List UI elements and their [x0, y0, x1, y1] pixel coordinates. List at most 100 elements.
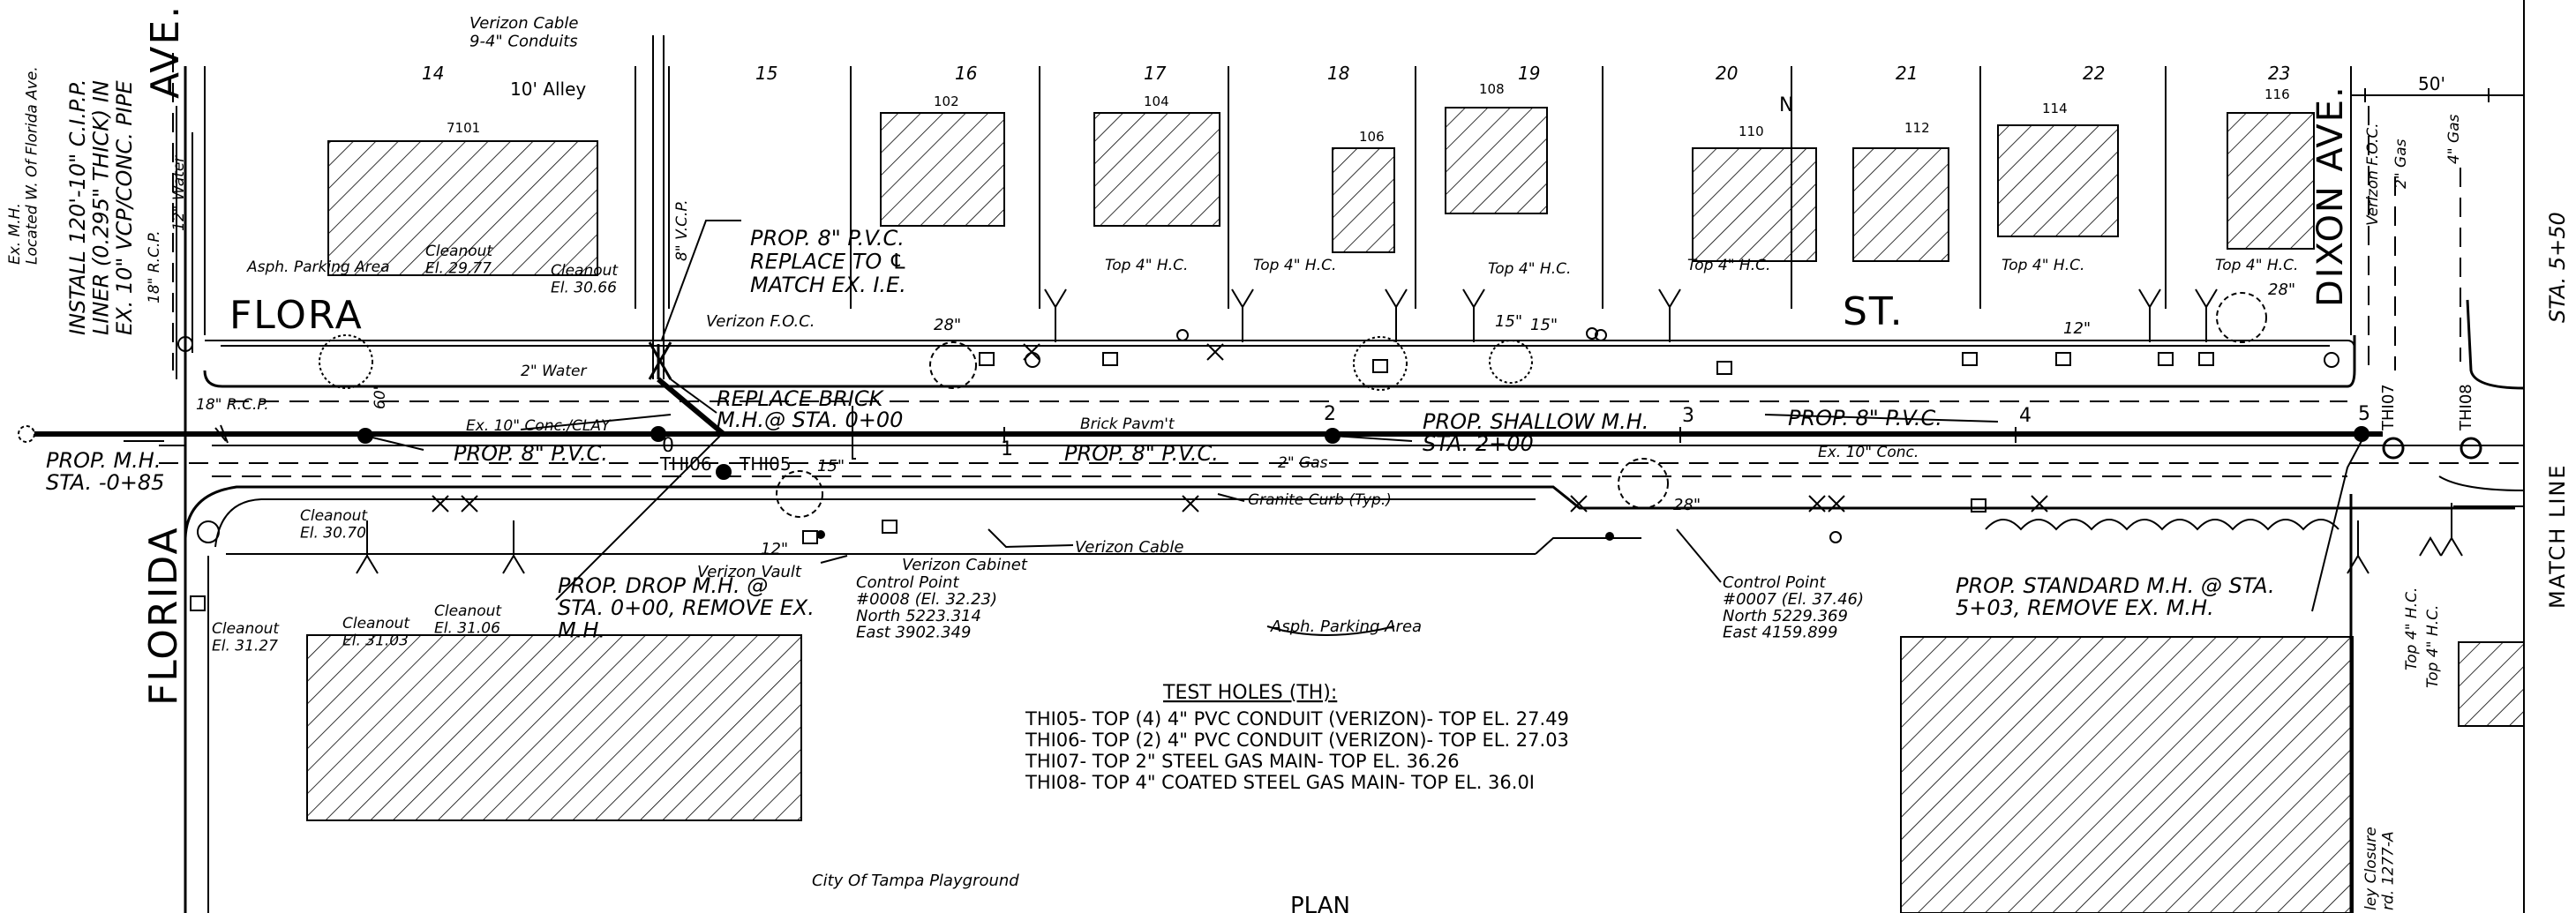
- water-2-label: 2" Water: [521, 363, 587, 380]
- test-hole-tag: THI06: [659, 453, 712, 475]
- test-hole-tags: THI05 THI06 THI07 THI08: [659, 384, 2475, 475]
- station-number: 4: [2019, 405, 2032, 427]
- ex-mh-label: Ex. M.H.Located W. Of Florida Ave.: [6, 66, 41, 265]
- lot-number: 18: [1327, 63, 1349, 84]
- lot-number: 19: [1518, 63, 1540, 84]
- prop-mh-neg-label: PROP. M.H.STA. -0+85: [46, 448, 164, 495]
- tree-size-label: 15": [1530, 316, 1558, 334]
- gas-4-label: 4" Gas: [2445, 114, 2463, 164]
- rcp-18b-label: 18" R.C.P.: [196, 396, 269, 414]
- ex-10-conc-label: Ex. 10" Conc.: [1818, 444, 1919, 461]
- street-labels: AVE. FLORA ST. DIXON AVE. FLORIDA MATCH …: [141, 4, 2570, 706]
- playground-label: City Of Tampa Playground: [812, 872, 1019, 890]
- sewer-main: [18, 341, 2482, 480]
- rcp-18-label: 18" R.C.P.: [146, 230, 163, 303]
- house-number: 110: [1739, 123, 1764, 139]
- north-arrow: N: [1779, 94, 1793, 116]
- top-hc-label: Top 4" H.C.: [1488, 260, 1571, 278]
- tree-size-label: 28": [2268, 281, 2295, 299]
- lot-number: 20: [1716, 63, 1738, 84]
- prop-pvc-replace-label: PROP. 8" P.V.C.REPLACE TO ℄MATCH EX. I.E…: [750, 226, 907, 297]
- station-number: 0: [662, 435, 674, 457]
- dimension-60-label: 60': [372, 386, 389, 409]
- test-hole-tag: THI08: [2457, 384, 2475, 431]
- house-number: 116: [2264, 86, 2290, 102]
- tree-size-label: 12": [2063, 319, 2091, 338]
- lot-lines: [204, 0, 2525, 913]
- prop-shallow-mh-label: PROP. SHALLOW M.H.STA. 2+00: [1423, 409, 1648, 456]
- control-0007-label: Control Point#0007 (El. 37.46)North 5229…: [1723, 573, 1864, 642]
- width-dimension: 50': [2418, 73, 2445, 94]
- test-holes-table: TEST HOLES (TH): THI05- TOP (4) 4" PVC C…: [1025, 682, 1569, 793]
- house-number: 104: [1144, 94, 1169, 109]
- utility-lines: [159, 35, 2524, 477]
- station-number: 2: [1324, 403, 1336, 425]
- street-label-dixon-ave: DIXON AVE.: [2310, 85, 2351, 307]
- top-hc-label: Top 4" H.C.: [1105, 257, 1188, 274]
- tree-size-label: 15": [817, 457, 845, 475]
- house-number: 108: [1479, 81, 1505, 97]
- match-line-label: MATCH LINE: [2545, 463, 2570, 609]
- test-hole-line: THI08- TOP 4" COATED STEEL GAS MAIN- TOP…: [1025, 772, 1535, 793]
- test-hole-tag: THI07: [2379, 384, 2398, 431]
- test-hole-line: THI07- TOP 2" STEEL GAS MAIN- TOP EL. 36…: [1025, 751, 1460, 772]
- prop-pvc-c-label: PROP. 8" P.V.C.: [1788, 406, 1942, 430]
- lot-number: 14: [422, 63, 444, 84]
- tree-size-label: 12": [761, 540, 788, 558]
- lot-number: 17: [1144, 63, 1167, 84]
- cipp-label: INSTALL 120'-10" C.I.P.P.LINER (0.295" T…: [65, 79, 137, 335]
- gas-2-label: 2" Gas: [2392, 138, 2410, 189]
- top-hc-label: Top 4" H.C.: [1253, 257, 1336, 274]
- house-number: 112: [1904, 120, 1930, 136]
- brick-pavmt-label: Brick Pavm't: [1080, 415, 1175, 433]
- tree-size-label: 28": [934, 316, 961, 334]
- asph-parking-label: Asph. Parking Area: [246, 258, 390, 276]
- verizon-vault-label: Verizon Vault: [697, 563, 802, 581]
- verizon-cabinet-label: Verizon Cabinet: [902, 556, 1028, 574]
- symbols: [177, 288, 2463, 611]
- house-number: 7101: [447, 120, 480, 136]
- prop-standard-mh-label: PROP. STANDARD M.H. @ STA.5+03, REMOVE E…: [1956, 573, 2275, 620]
- test-hole-tag: THI05: [739, 453, 792, 475]
- granite-curb-label: Granite Curb (Typ.): [1248, 491, 1392, 509]
- lot-number: 15: [755, 63, 777, 84]
- trees: [319, 292, 2339, 531]
- prop-pvc-a-label: PROP. 8" P.V.C.: [454, 441, 608, 466]
- prop-pvc-b-label: PROP. 8" P.V.C.: [1064, 441, 1219, 466]
- street-label-flora: FLORA: [229, 293, 364, 338]
- verizon-foc-label: Verizon F.O.C.: [706, 312, 815, 331]
- verizon-cable-label: Verizon Cable: [1075, 538, 1183, 557]
- verizon-foc-label: Verizon F.O.C.: [2364, 123, 2382, 226]
- street-label-florida: FLORIDA: [141, 526, 186, 706]
- station-number: 1: [1001, 438, 1013, 460]
- top-hc-label: Top 4" H.C.: [1687, 257, 1770, 274]
- top-hc-label: Top 4" H.C.: [2403, 587, 2421, 670]
- control-0008-label: Control Point#0008 (El. 32.23)North 5223…: [856, 573, 997, 642]
- road-edges: [184, 66, 2525, 913]
- gas-2-label: 2" Gas: [1278, 454, 1328, 472]
- station-number: 5: [2358, 403, 2370, 425]
- plan-title: PLAN: [1290, 893, 1350, 913]
- tree-size-label: 28": [1673, 496, 1701, 514]
- lot-number: 22: [2083, 63, 2105, 84]
- alley-closure-label: ley Closurerd. 1277-A: [2362, 827, 2398, 910]
- vcp-8-label: 8" V.C.P.: [673, 199, 691, 261]
- test-holes-title: TEST HOLES (TH):: [1162, 682, 1337, 704]
- street-label-florida-ave: AVE.: [143, 4, 188, 99]
- house-number: 106: [1359, 129, 1385, 145]
- station-numbers: 0 1 2 3 4 5: [662, 403, 2370, 460]
- station-number: 3: [1682, 405, 1694, 427]
- top-hc-label: Top 4" H.C.: [2215, 257, 2298, 274]
